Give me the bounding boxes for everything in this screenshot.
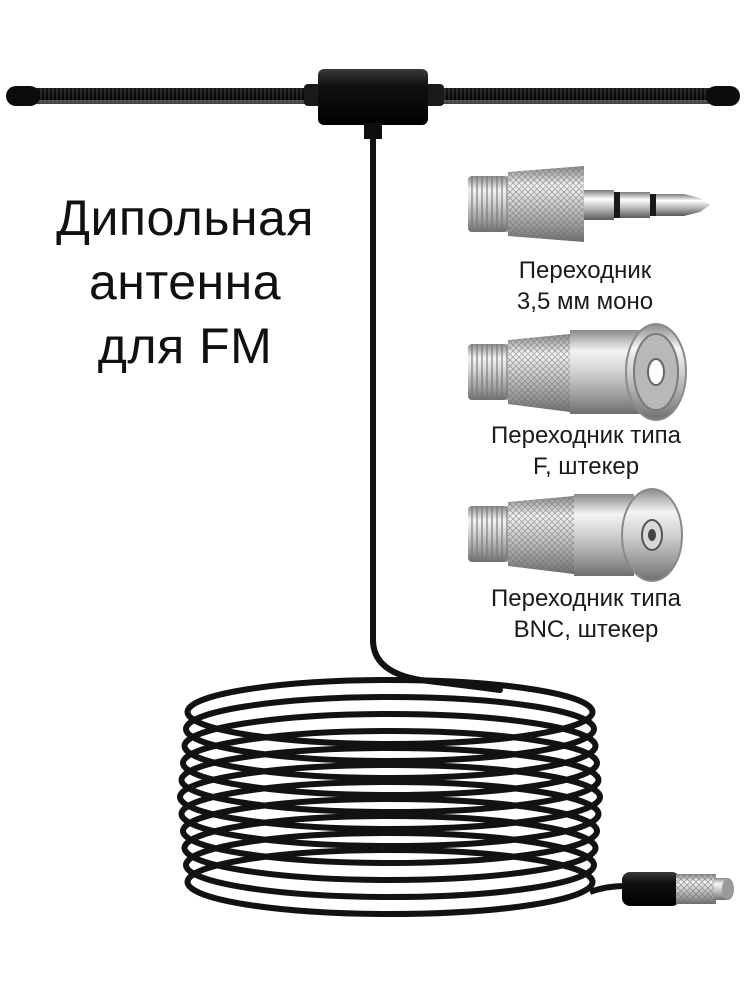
- cable-loop: [177, 762, 603, 832]
- cable-strain-relief: [364, 123, 382, 139]
- adapter-caption-f: Переходник типа F, штекер: [466, 420, 706, 482]
- right-rod-tip: [706, 86, 740, 106]
- dipole-center-block: [318, 69, 428, 125]
- bnc-plug-adapter-icon: [468, 488, 683, 582]
- dipole-element: [6, 69, 740, 139]
- cable-loop: [180, 796, 600, 866]
- caption-line: BNC, штекер: [513, 616, 659, 643]
- title-line: для FM: [97, 318, 273, 374]
- f-connector-plug: [588, 872, 734, 906]
- cable-loop: [180, 728, 600, 798]
- left-rod-tip: [6, 86, 40, 106]
- jack-3-5mm-adapter-icon: [468, 166, 710, 242]
- f-connector-adapter-icon: [468, 323, 687, 421]
- product-title: Дипольная антенна для FM: [20, 186, 350, 378]
- cable-loop: [181, 711, 599, 781]
- left-rod: [10, 88, 310, 104]
- cable-loop: [183, 830, 597, 900]
- adapter-caption-jack: Переходник 3,5 мм моно: [470, 255, 700, 317]
- adapter-caption-bnc: Переходник типа BNC, штекер: [466, 583, 706, 645]
- title-line: Дипольная: [56, 190, 314, 246]
- cable-loop: [181, 813, 599, 883]
- right-rod: [436, 88, 736, 104]
- caption-line: Переходник типа: [491, 422, 681, 449]
- cable-loop: [184, 677, 596, 747]
- cable-loop: [183, 694, 597, 764]
- cable-loop: [178, 745, 602, 815]
- title-line: антенна: [88, 254, 282, 310]
- caption-line: Переходник типа: [491, 585, 681, 612]
- coiled-cable: [177, 677, 603, 917]
- caption-line: 3,5 мм моно: [516, 288, 654, 315]
- cable-loop: [184, 847, 596, 917]
- caption-line: Переходник: [518, 257, 652, 284]
- cable-loop: [178, 779, 602, 849]
- caption-line: F, штекер: [532, 453, 640, 480]
